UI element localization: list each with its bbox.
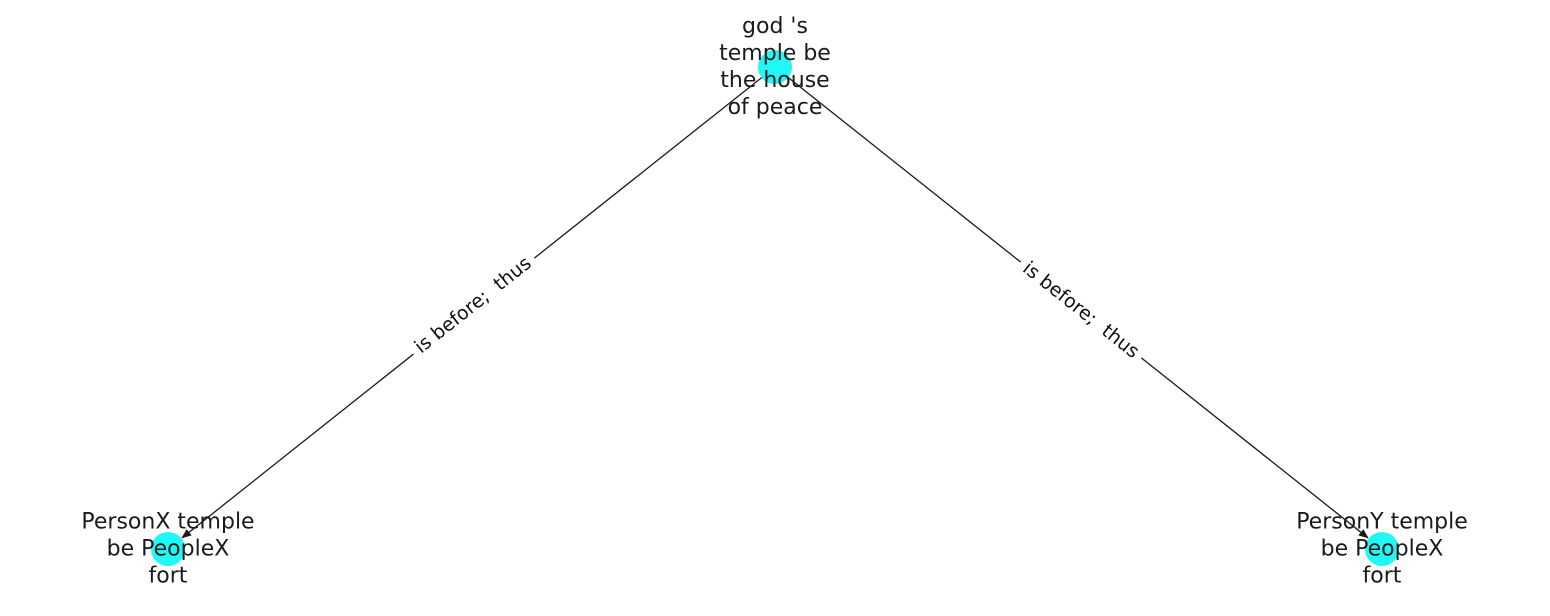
edge-label: is before; thus xyxy=(1018,257,1143,363)
edge-label-background xyxy=(1011,251,1151,369)
node-label-line: be PeopleX xyxy=(107,537,230,562)
node-top xyxy=(758,50,792,84)
node-label-line: temple be xyxy=(719,41,831,66)
node-label-line: fort xyxy=(149,564,188,589)
node-label-line: PersonX temple xyxy=(81,510,254,535)
edge-label: is before; thus xyxy=(410,252,535,358)
nodes-layer xyxy=(151,50,1399,566)
node-label-line: PersonY temple xyxy=(1296,510,1468,535)
edge-label-background xyxy=(403,246,543,364)
node-label-line: god 's xyxy=(742,14,808,39)
node-label-line: of peace xyxy=(728,95,823,120)
node-label-line: be PeopleX xyxy=(1321,537,1444,562)
node-left xyxy=(151,532,185,566)
edges-layer xyxy=(181,66,1369,539)
edge-label-group: is before; thus xyxy=(1011,251,1151,369)
node-right xyxy=(1365,532,1399,566)
edge-label-group: is before; thus xyxy=(403,246,543,364)
node-label-line: the house xyxy=(720,68,829,93)
node-label-line: fort xyxy=(1363,564,1402,589)
